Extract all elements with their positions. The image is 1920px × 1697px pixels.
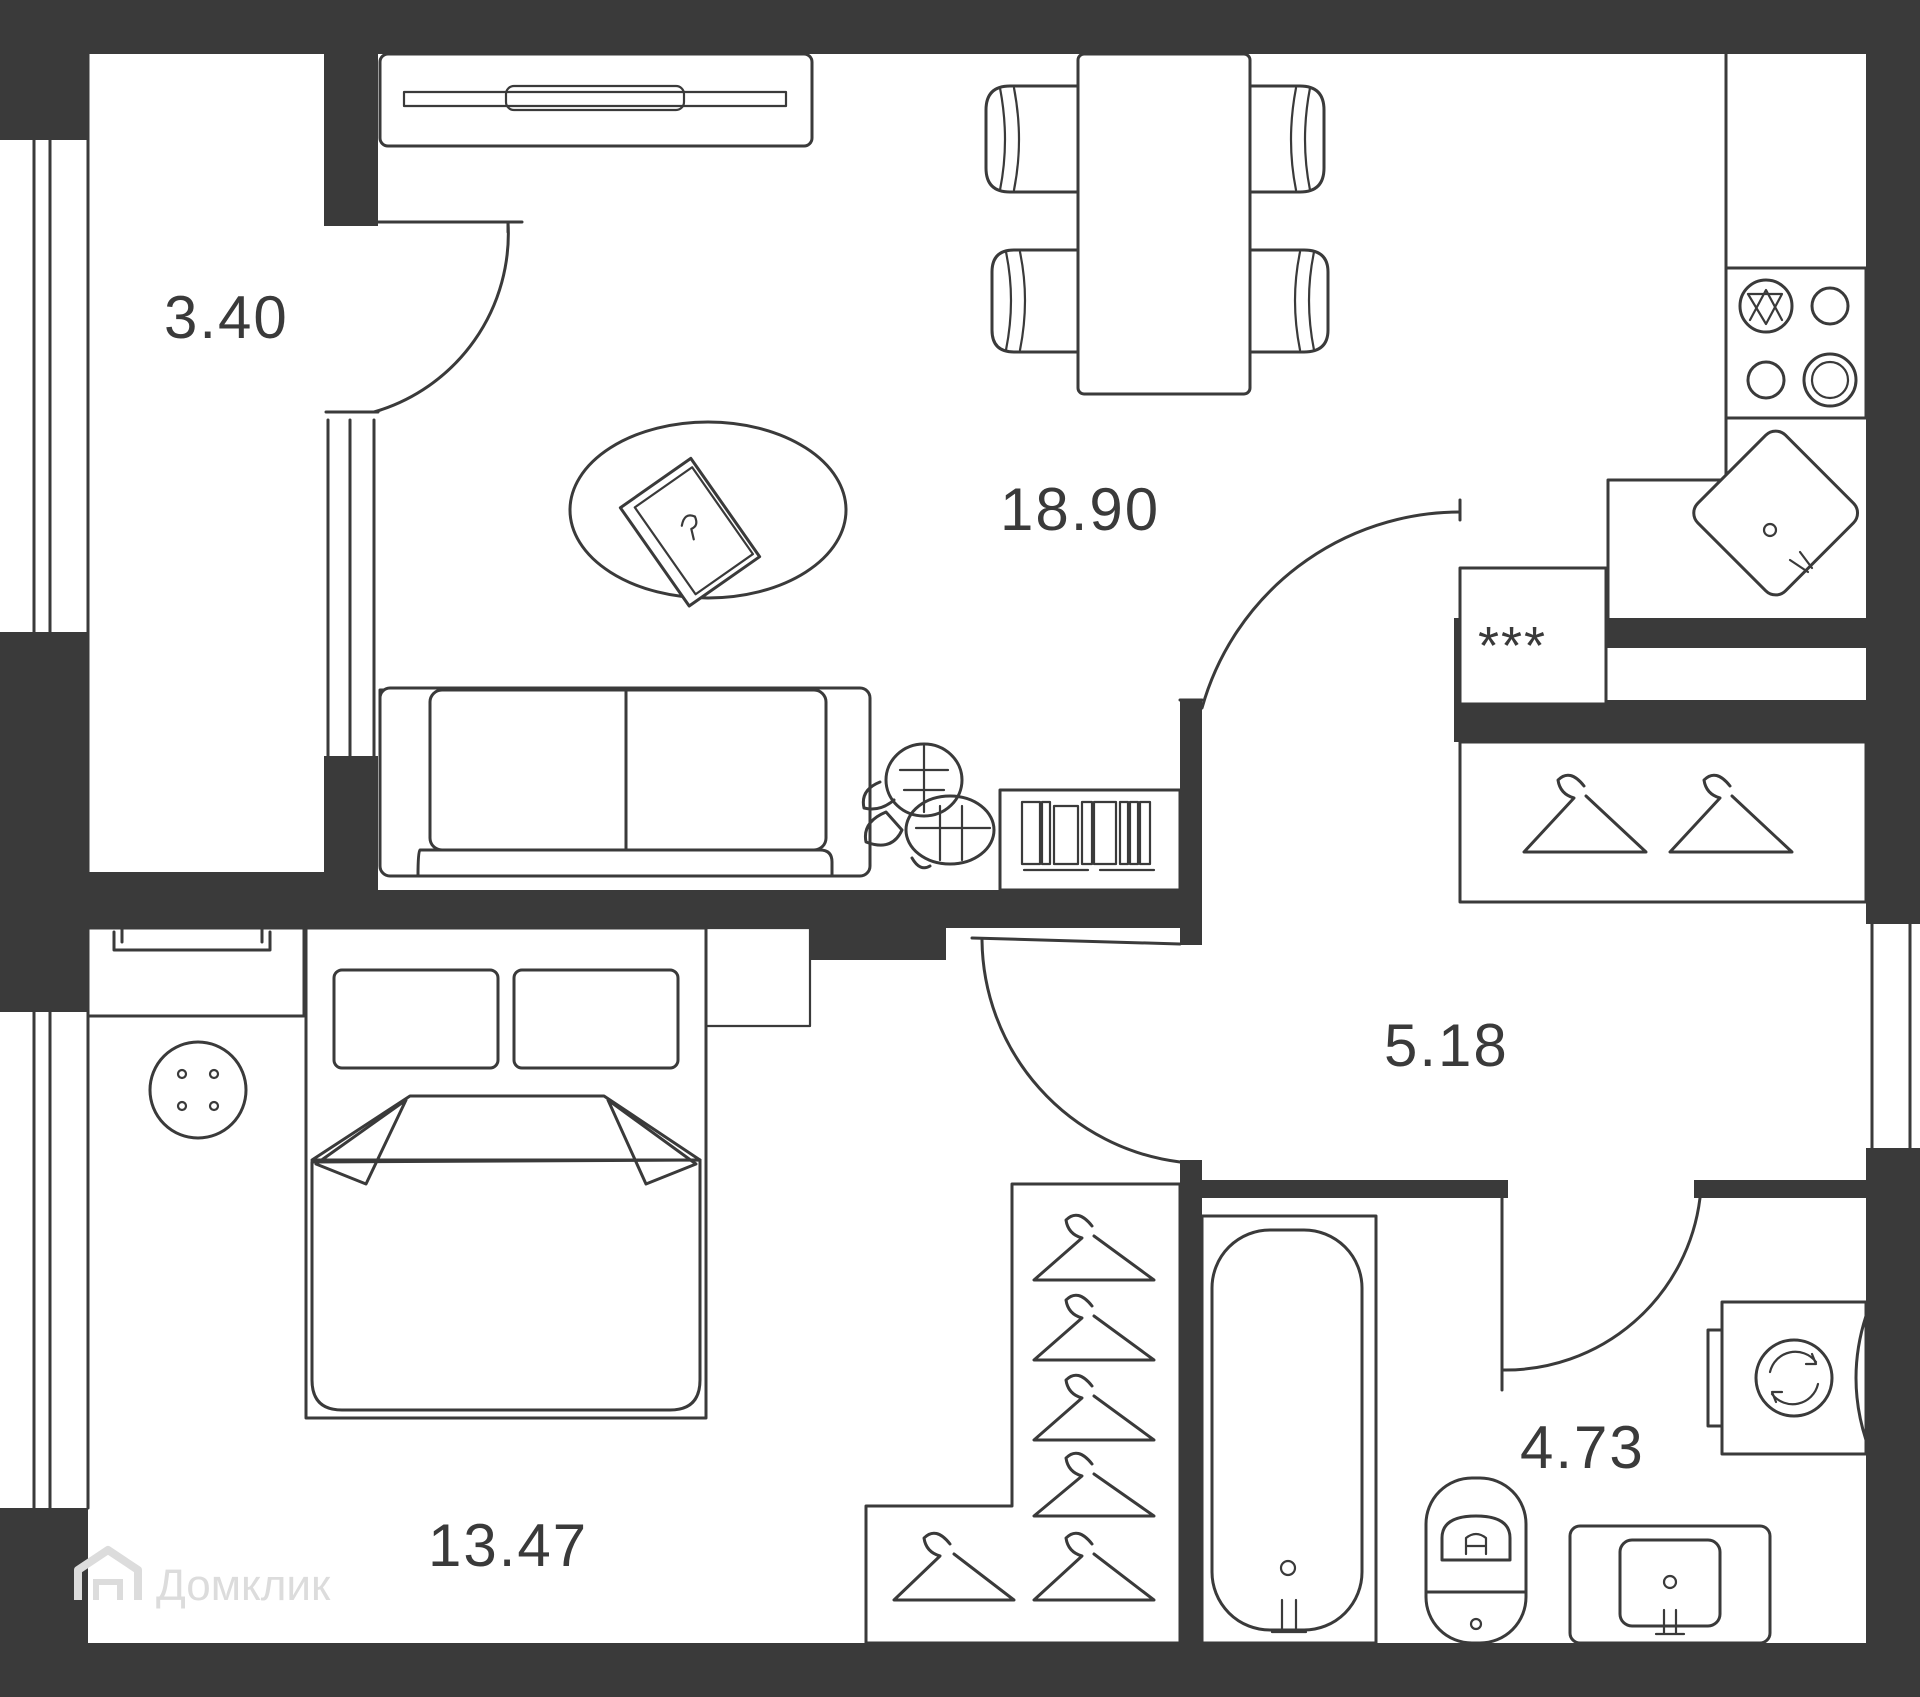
dining-table (984, 52, 1330, 396)
hanger-icon (1032, 1213, 1156, 1282)
tv-console (378, 52, 814, 148)
washing-machine (1706, 1300, 1868, 1456)
hanger-icon (1032, 1293, 1156, 1362)
sink-kitchen (1692, 429, 1860, 597)
dresser (86, 926, 306, 1018)
sofa (378, 686, 872, 878)
sink-bathroom (1568, 1524, 1772, 1645)
window-bedroom (32, 1010, 90, 1510)
watermark: Домклик (74, 1546, 331, 1610)
hanger-icon (1032, 1451, 1156, 1518)
plant-icon (861, 742, 996, 870)
room-area-label-bedroom: 13.47 (428, 1512, 588, 1579)
house-logo-icon (74, 1546, 142, 1600)
room-area-label-hall-storage: 3.40 (164, 284, 289, 351)
room-area-label-bathroom: 4.73 (1520, 1414, 1645, 1481)
kitchen-counter: *** (1458, 52, 1868, 706)
door-living (1178, 498, 1462, 710)
toilet (1424, 1476, 1528, 1645)
hanger-icon (1032, 1531, 1156, 1602)
book-icon (618, 456, 762, 608)
stove (1724, 266, 1868, 420)
door-bathroom (1500, 1196, 1702, 1392)
hanger-icon (1668, 773, 1794, 854)
wardrobe-bedroom (864, 1182, 1182, 1645)
chair (1248, 84, 1326, 194)
room-area-label-corridor: 5.18 (1384, 1012, 1509, 1079)
svg-text:***: *** (1478, 616, 1547, 676)
door-bedroom (970, 936, 1182, 1164)
rug (568, 420, 848, 608)
watermark-text: Домклик (156, 1561, 331, 1610)
chair (990, 248, 1080, 354)
window-living-partition (326, 418, 376, 758)
wardrobe-corridor (1458, 740, 1868, 904)
window-corridor (1870, 922, 1912, 1150)
hanger-icon (892, 1531, 1016, 1602)
chair (1248, 248, 1330, 354)
bed (304, 926, 812, 1420)
room-area-label-living-kitchen: 18.90 (1000, 476, 1160, 543)
bathtub (1200, 1214, 1378, 1645)
ottoman (148, 1040, 248, 1140)
chair (984, 84, 1080, 194)
hanger-icon (1522, 773, 1648, 854)
bookshelf (998, 788, 1182, 892)
door-storage (324, 220, 524, 414)
doors (324, 220, 1702, 1392)
hanger-icon (1032, 1373, 1156, 1442)
fridge: *** (1458, 566, 1608, 706)
